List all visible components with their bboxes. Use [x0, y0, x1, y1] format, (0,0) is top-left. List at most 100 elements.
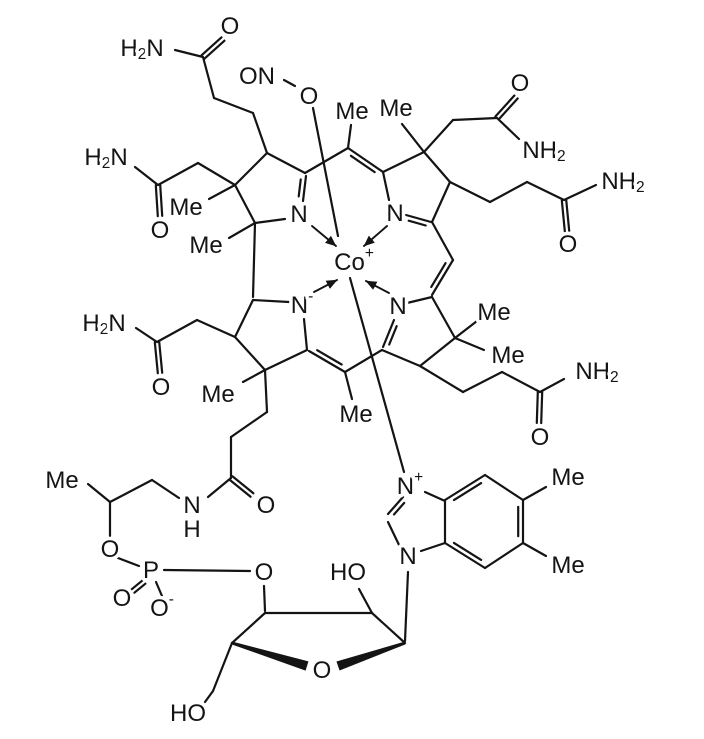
atom-label-part: NH	[575, 358, 610, 385]
atom-label-o-b-propionamide: O	[559, 231, 578, 258]
atom-label-n-ring-d: N-	[291, 288, 314, 319]
atom-label-nh2-b-propionamide: NH2	[601, 168, 644, 196]
bond-67	[150, 478, 181, 500]
atom-label-part: 2	[636, 179, 645, 196]
bond-85	[392, 501, 406, 516]
atom-label-part: 2	[102, 155, 111, 172]
bond-50	[316, 349, 343, 366]
bond-39	[430, 295, 457, 340]
bond-17	[303, 146, 350, 175]
bond-78	[370, 611, 407, 645]
atom-label-part: +	[414, 469, 423, 486]
atom-label-part: 2	[557, 148, 566, 165]
atom-label-part: O	[313, 657, 332, 684]
bond-1	[200, 36, 223, 57]
atom-label-me-c12a: Me	[477, 299, 510, 326]
bond-98	[311, 106, 340, 238]
bond-42	[453, 319, 479, 340]
bond-59	[153, 341, 159, 375]
bond-96	[521, 541, 548, 558]
bond-41	[380, 348, 422, 368]
bond-36	[430, 262, 447, 289]
bond-36	[430, 258, 455, 297]
atom-label-part: Me	[477, 299, 510, 326]
bond-49	[343, 348, 384, 374]
bond-6	[233, 183, 257, 225]
bond-63	[229, 410, 269, 439]
bond-51	[343, 370, 354, 401]
bond-73	[154, 580, 164, 598]
atom-label-part: O	[559, 231, 578, 258]
atom-label-part: N	[146, 35, 163, 62]
bond-16	[251, 221, 257, 299]
atom-label-part: Me	[491, 342, 524, 369]
atom-label-part: N	[108, 310, 125, 337]
atom-label-h2n-a-acetamide: H2N	[84, 144, 127, 172]
dative-bond-101	[363, 225, 388, 247]
bond-40	[418, 336, 457, 368]
bond-23	[422, 150, 452, 184]
atom-label-part: -	[308, 288, 313, 305]
atom-label-part: Me	[551, 464, 584, 491]
bond-46	[500, 370, 542, 394]
bond-26	[422, 118, 455, 154]
bond-0	[173, 48, 205, 59]
atom-label-part: H	[82, 310, 99, 337]
bond-79	[403, 570, 410, 643]
bond-27	[451, 116, 499, 122]
bond-68	[108, 478, 154, 504]
atom-label-part: -	[169, 591, 174, 608]
atom-label-part: Me	[551, 552, 584, 579]
atom-label-part: N	[291, 292, 308, 319]
atom-label-part: Me	[45, 467, 78, 494]
atom-label-part: O	[152, 374, 171, 401]
atom-label-part: O	[150, 595, 169, 622]
bond-1	[203, 39, 226, 60]
atom-label-h2n-d-acetamide: H2N	[82, 310, 125, 338]
bond-95	[521, 485, 548, 502]
dative-bond-100	[311, 225, 337, 247]
atom-label-part: HO	[330, 559, 366, 586]
atom-label-ho-ribose-5prime: HO	[170, 700, 206, 727]
bond-29	[495, 116, 521, 141]
atom-label-me-benzimidazole-top: Me	[551, 464, 584, 491]
atom-label-o-ribose-ring: O	[313, 657, 332, 684]
bond-14	[159, 183, 164, 217]
wedge-bond-81	[231, 641, 309, 671]
bond-75	[262, 584, 267, 613]
atom-label-o-a-acetamide: O	[151, 217, 170, 244]
atom-label-part: 2	[610, 369, 619, 386]
bond-56	[263, 348, 309, 372]
bond-86	[386, 520, 402, 549]
atom-label-part: Me	[339, 401, 372, 428]
atom-label-h-amide-linker: H	[183, 516, 200, 543]
bond-37	[405, 295, 434, 305]
bond-47	[540, 390, 544, 425]
bond-61	[241, 368, 267, 384]
atom-label-o-phosphate-ester-right: O	[255, 559, 274, 586]
bond-65	[228, 478, 252, 498]
bond-33	[560, 199, 566, 233]
atom-label-part: N	[290, 201, 307, 228]
atom-label-part: N	[399, 543, 416, 570]
atom-label-part: Co	[334, 249, 365, 276]
atom-label-part: O	[300, 83, 319, 110]
bond-19	[349, 154, 376, 174]
atom-label-part: NH	[522, 137, 557, 164]
bond-85	[386, 495, 405, 516]
atom-label-part: O	[255, 559, 274, 586]
bond-5	[233, 151, 269, 187]
atom-label-part: Me	[335, 98, 368, 125]
atom-label-part: 2	[138, 46, 147, 63]
bond-84	[203, 689, 215, 704]
atom-label-part: O	[531, 424, 550, 451]
bond-55	[233, 335, 267, 372]
atom-label-me-c2: Me	[169, 194, 202, 221]
bond-80	[230, 611, 267, 645]
bond-12	[196, 161, 237, 187]
bond-10	[207, 183, 237, 201]
atom-label-n-plus-benzimidazole: N+	[397, 469, 423, 500]
bond-21	[407, 219, 427, 227]
bond-94	[443, 541, 487, 570]
bond-31	[488, 180, 529, 204]
